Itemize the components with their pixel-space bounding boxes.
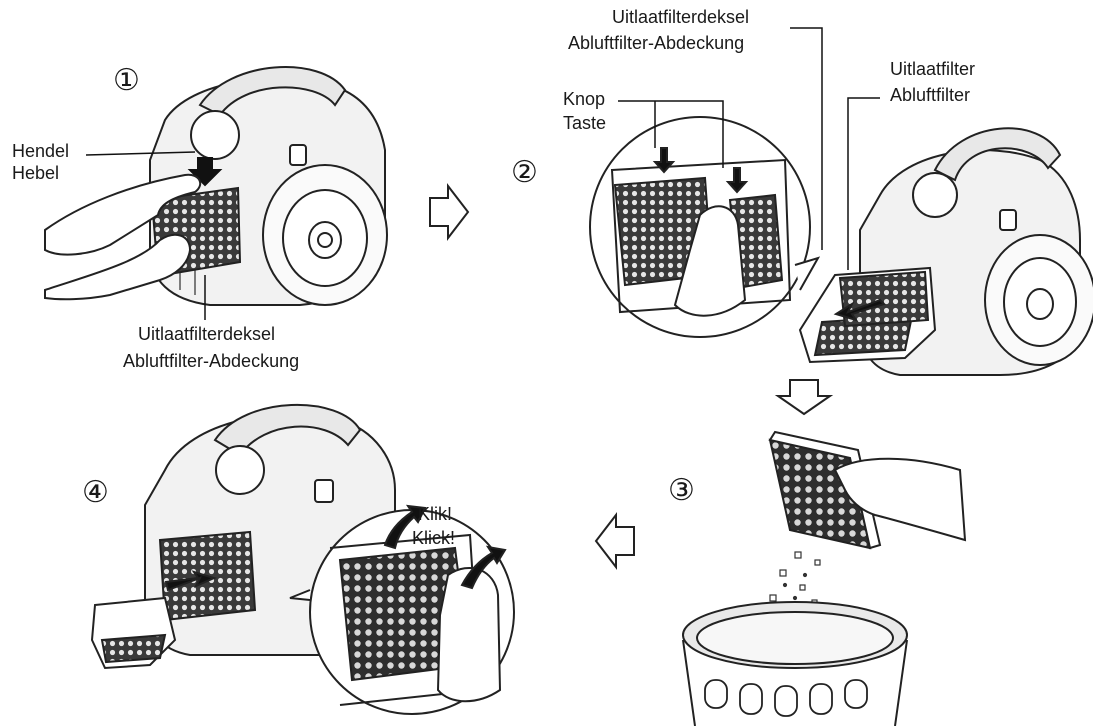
inset-hand-4 (436, 566, 502, 703)
cover-label-nl-2: Uitlaatfilterdeksel (612, 7, 750, 27)
button-label-de: Taste (563, 113, 607, 133)
step-number-4: ④ (82, 476, 109, 509)
step1-illustration (44, 66, 388, 320)
filter-label-nl: Uitlaatfilter (890, 59, 976, 79)
button-label-nl: Knop (563, 89, 606, 109)
filter-label-de: Abluftfilter (890, 85, 971, 105)
vacuum-handle-1 (198, 66, 347, 117)
step-number-1: ① (113, 64, 140, 97)
click-arrow-b (460, 545, 507, 590)
push-arrow-4 (164, 570, 217, 592)
vacuum-handle-4 (213, 404, 362, 457)
cover-leader-2 (790, 27, 823, 250)
lever-label-de: Hebel (12, 163, 60, 183)
knob-1 (289, 144, 307, 166)
hand-lower-1 (44, 233, 192, 301)
lever-label-nl: Hendel (12, 141, 70, 161)
cover-label-de-1: Abluftfilter-Abdeckung (123, 351, 300, 371)
hand-3 (833, 457, 967, 542)
filter-leader-2 (847, 97, 880, 270)
step4-illustration (90, 404, 515, 715)
flow-arrows (429, 183, 834, 570)
cover-label-de-2: Abluftfilter-Abdeckung (568, 33, 745, 53)
cover-label-nl-1: Uitlaatfilterdeksel (138, 324, 276, 344)
button-leader (618, 100, 724, 168)
click-label-nl: Klik! (418, 504, 453, 524)
bin-holes-3 (704, 679, 868, 717)
step2-illustration (589, 27, 1093, 376)
vacuum-handle-2 (933, 127, 1062, 182)
push-arrow-1 (187, 157, 223, 187)
step-number-3: ③ (668, 474, 695, 507)
arrow-down-2-3 (774, 379, 834, 416)
lever-button-1 (190, 110, 240, 160)
click-label-de: Klick! (412, 528, 456, 548)
lever-leader (85, 151, 196, 156)
arrow-right-1-2 (429, 183, 470, 241)
click-arrow-a (383, 504, 427, 550)
arrow-left-3-4 (594, 512, 635, 570)
step3-illustration (682, 430, 967, 726)
bin-body-3 (682, 639, 908, 726)
step-number-2: ② (511, 156, 538, 189)
hand-upper-1 (44, 173, 202, 256)
inset-hand-2 (673, 205, 747, 317)
